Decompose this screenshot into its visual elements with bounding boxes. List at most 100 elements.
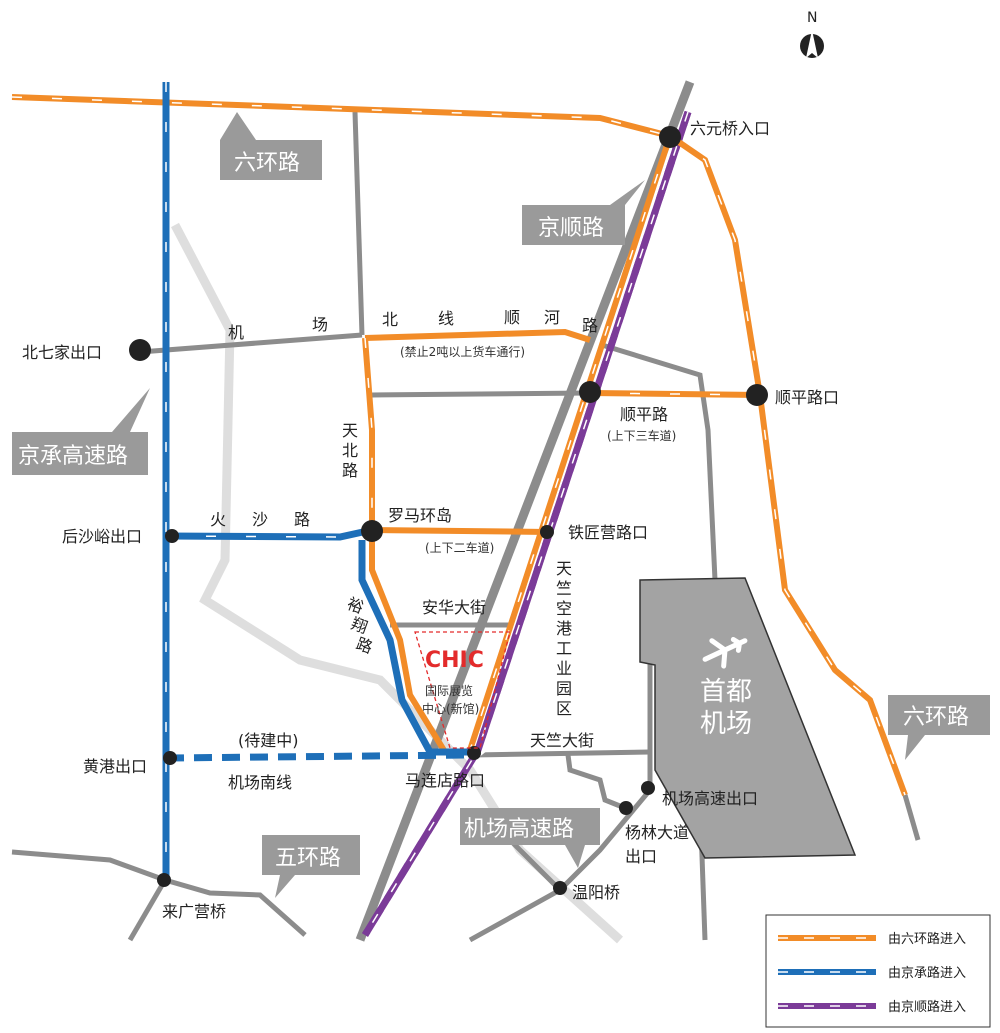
callout-airport-expressway-text: 机场高速路 xyxy=(464,817,574,842)
label-liuyuanqiao: 六元桥入口 xyxy=(690,119,770,138)
chic-line2: 中心(新馆) xyxy=(422,701,479,716)
legend: 由六环路进入 由京承路进入 由京顺路进入 xyxy=(765,914,991,1028)
label-tianbei-2: 路 xyxy=(342,461,358,480)
label-jichang-beixian-2: 北 xyxy=(382,310,398,329)
callout-jingshun: 京顺路 xyxy=(522,180,645,245)
chic-name: CHIC xyxy=(425,648,484,673)
callout-fifth-ring-text: 五环路 xyxy=(275,846,341,871)
laiguangying-node xyxy=(157,873,171,887)
label-shunping-road: 顺平路 xyxy=(620,405,668,424)
label-tianzhu-park-1: 竺 xyxy=(556,579,572,598)
tianzhu-connector xyxy=(565,754,626,811)
north-arrow-icon: N xyxy=(800,10,824,58)
jichang-beixian-west xyxy=(139,332,363,355)
orange-tianbei xyxy=(362,337,375,530)
label-tianzhu-park-6: 园 xyxy=(556,679,572,698)
orange-beixian xyxy=(364,328,591,343)
label-airport-exp-exit: 机场高速出口 xyxy=(662,789,758,808)
beiqijia-node xyxy=(129,339,151,361)
blue-yuxiang xyxy=(358,540,470,756)
wenyang-node xyxy=(553,881,567,895)
airport-exit-node xyxy=(641,781,655,795)
label-tianbei-0: 天 xyxy=(342,421,358,440)
yanglin-node xyxy=(619,801,633,815)
callout-sixth-ring-top: 六环路 xyxy=(220,112,322,180)
sixth-ring-north xyxy=(11,94,671,139)
label-huanggang: 黄港出口 xyxy=(83,757,147,776)
airport-expressway-ramp xyxy=(468,788,652,943)
orange-roma-east xyxy=(371,527,549,535)
label-yanglin-2: 出口 xyxy=(625,847,657,866)
airport-label-line2: 机场 xyxy=(700,709,752,739)
label-yuxiang-2: 路 xyxy=(354,634,376,657)
callout-airport-expressway: 机场高速路 xyxy=(460,808,600,868)
legend-label-purple: 由京顺路进入 xyxy=(888,999,966,1015)
airplane-icon xyxy=(702,636,748,669)
label-tianzhu-park-5: 业 xyxy=(556,659,572,678)
legend-item-blue: 由京承路进入 xyxy=(778,965,966,981)
shunping-west-road xyxy=(371,390,591,398)
sixth-ring-se-tail xyxy=(902,794,921,841)
label-tianzhu-park-3: 港 xyxy=(556,619,572,638)
houshayu-node xyxy=(165,529,179,543)
label-wenyang: 温阳桥 xyxy=(572,883,620,902)
callout-jingcheng: 京承高速路 xyxy=(12,388,150,475)
legend-label-blue: 由京承路进入 xyxy=(888,965,966,981)
label-jichang-beixian-5: 河 xyxy=(544,308,560,327)
label-jichang-beixian-3: 线 xyxy=(438,309,454,328)
label-tianzhu-park-0: 天 xyxy=(556,559,572,578)
label-huosha-2: 路 xyxy=(294,510,310,529)
airport-label-line1: 首都 xyxy=(700,677,752,707)
fifth-ring-road xyxy=(11,849,307,937)
legend-item-orange: 由六环路进入 xyxy=(778,931,966,947)
label-yuxiang-0: 裕 xyxy=(345,594,367,617)
label-tianzhu-street: 天竺大街 xyxy=(530,731,594,750)
label-laiguangying: 来广营桥 xyxy=(162,902,226,921)
label-shunping-exit: 顺平路口 xyxy=(775,388,839,407)
label-anhua: 安华大街 xyxy=(422,598,486,617)
callout-sixth-ring-right: 六环路 xyxy=(888,695,990,760)
callout-jingshun-text: 京顺路 xyxy=(538,216,604,241)
callout-sixth-ring-top-text: 六环路 xyxy=(234,151,300,176)
jingshun-road-gray xyxy=(355,80,695,942)
airport-area xyxy=(639,577,857,859)
roma-node xyxy=(361,520,383,542)
huanggang-node xyxy=(163,751,177,765)
label-jichang-beixian-6: 路 xyxy=(582,316,598,335)
label-maliandian: 马连店路口 xyxy=(405,771,485,790)
north-label: N xyxy=(807,10,817,26)
tianbei-north-road xyxy=(352,111,365,336)
blue-huosha-road xyxy=(165,526,373,541)
label-tianzhu-park-7: 区 xyxy=(556,699,572,718)
label-jichang-beixian-1: 场 xyxy=(312,315,328,334)
label-huosha-0: 火 xyxy=(210,510,226,529)
label-jichang-beixian-4: 顺 xyxy=(504,308,520,327)
south-line-planned xyxy=(165,751,471,762)
label-under-construction: (待建中) xyxy=(238,731,299,750)
label-beiqijia: 北七家出口 xyxy=(22,343,102,362)
label-yuxiang-1: 翔 xyxy=(349,614,371,637)
label-tianzhu-park-2: 空 xyxy=(556,599,572,618)
sixth-ring-east xyxy=(668,133,908,797)
label-tiejiangying: 铁匠营路口 xyxy=(568,523,648,542)
legend-item-purple: 由京顺路进入 xyxy=(778,999,966,1015)
label-tianzhu-park-4: 工 xyxy=(556,639,572,658)
tiejiangying-node xyxy=(540,525,554,539)
shunping-exit-node xyxy=(746,384,768,406)
maliandian-node xyxy=(467,746,481,760)
liuyuanqiao-node xyxy=(659,126,681,148)
shunping-node xyxy=(579,381,601,403)
callout-sixth-ring-right-text: 六环路 xyxy=(903,705,969,730)
label-yanglin-1: 杨林大道 xyxy=(625,823,689,842)
junction-nodes xyxy=(129,126,768,895)
label-roma: 罗马环岛 xyxy=(388,506,452,525)
chic-site-outline xyxy=(414,631,511,749)
label-tianbei-1: 北 xyxy=(342,441,358,460)
shunhe-east-road xyxy=(601,342,718,581)
chic-line1: 国际展览 xyxy=(425,683,473,698)
label-south-line: 机场南线 xyxy=(228,773,292,792)
legend-label-orange: 由六环路进入 xyxy=(888,931,966,947)
label-two-lanes: (上下二车道) xyxy=(425,540,494,555)
tianzhu-street xyxy=(472,749,651,758)
